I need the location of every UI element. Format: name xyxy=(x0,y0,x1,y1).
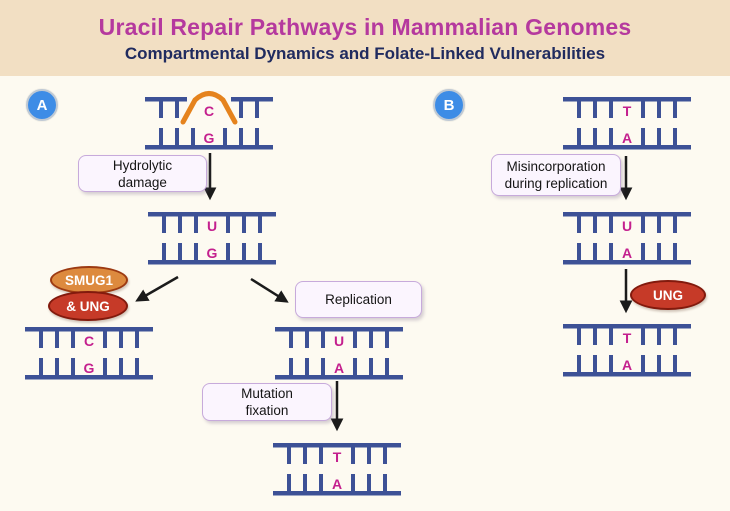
panel-b-badge: B xyxy=(433,89,465,121)
svg-text:C: C xyxy=(84,333,94,349)
svg-text:T: T xyxy=(333,449,342,465)
svg-text:G: G xyxy=(84,360,95,376)
arrow-a-to-repair xyxy=(135,275,179,302)
svg-text:C: C xyxy=(204,103,214,119)
mutation-fixation-label: Mutation fixation xyxy=(202,383,332,421)
ung-label: UNG xyxy=(653,287,683,303)
ung-enzyme-oval: UNG xyxy=(630,280,706,310)
svg-text:A: A xyxy=(332,476,342,492)
svg-text:U: U xyxy=(207,218,217,234)
svg-text:A: A xyxy=(622,357,632,373)
figure-subtitle: Compartmental Dynamics and Folate-Linked… xyxy=(124,44,606,63)
svg-text:G: G xyxy=(207,245,218,261)
mutation-fixation-line2: fixation xyxy=(245,403,289,418)
svg-text:G: G xyxy=(204,130,215,146)
smug1-label: SMUG1 xyxy=(64,272,113,288)
and-ung-enzyme-oval: & UNG xyxy=(48,291,128,321)
panel-a-badge: A xyxy=(26,89,58,121)
svg-text:T: T xyxy=(623,330,632,346)
svg-text:U: U xyxy=(622,218,632,234)
svg-text:U: U xyxy=(334,333,344,349)
smug1-enzyme-oval: SMUG1 xyxy=(50,266,128,294)
panel-b-badge-label: B xyxy=(443,96,455,114)
svg-text:A: A xyxy=(622,245,632,261)
mutation-fixation-line1: Mutation xyxy=(241,386,293,401)
svg-text:A: A xyxy=(622,130,632,146)
figure-title: Uracil Repair Pathways in Mammalian Geno… xyxy=(98,14,632,40)
svg-text:A: A xyxy=(334,360,344,376)
hydrolytic-damage-line1: Hydrolytic xyxy=(112,157,173,173)
misincorporation-label: Misincorporation during replication xyxy=(491,154,621,196)
figure-header: Uracil Repair Pathways in Mammalian Geno… xyxy=(0,0,730,76)
replication-label: Replication xyxy=(295,281,422,318)
and-ung-label: & UNG xyxy=(66,298,110,314)
misincorporation-line2: during replication xyxy=(504,176,608,191)
arrow-a-to-replication xyxy=(250,277,289,303)
svg-text:T: T xyxy=(623,103,632,119)
hydrolytic-damage-line2: damage xyxy=(118,174,167,190)
replication-line1: Replication xyxy=(325,292,392,307)
panel-a-badge-label: A xyxy=(36,96,48,114)
misincorporation-line1: Misincorporation xyxy=(506,159,606,174)
hydrolytic-damage-label: Hydrolytic damage xyxy=(78,155,207,192)
